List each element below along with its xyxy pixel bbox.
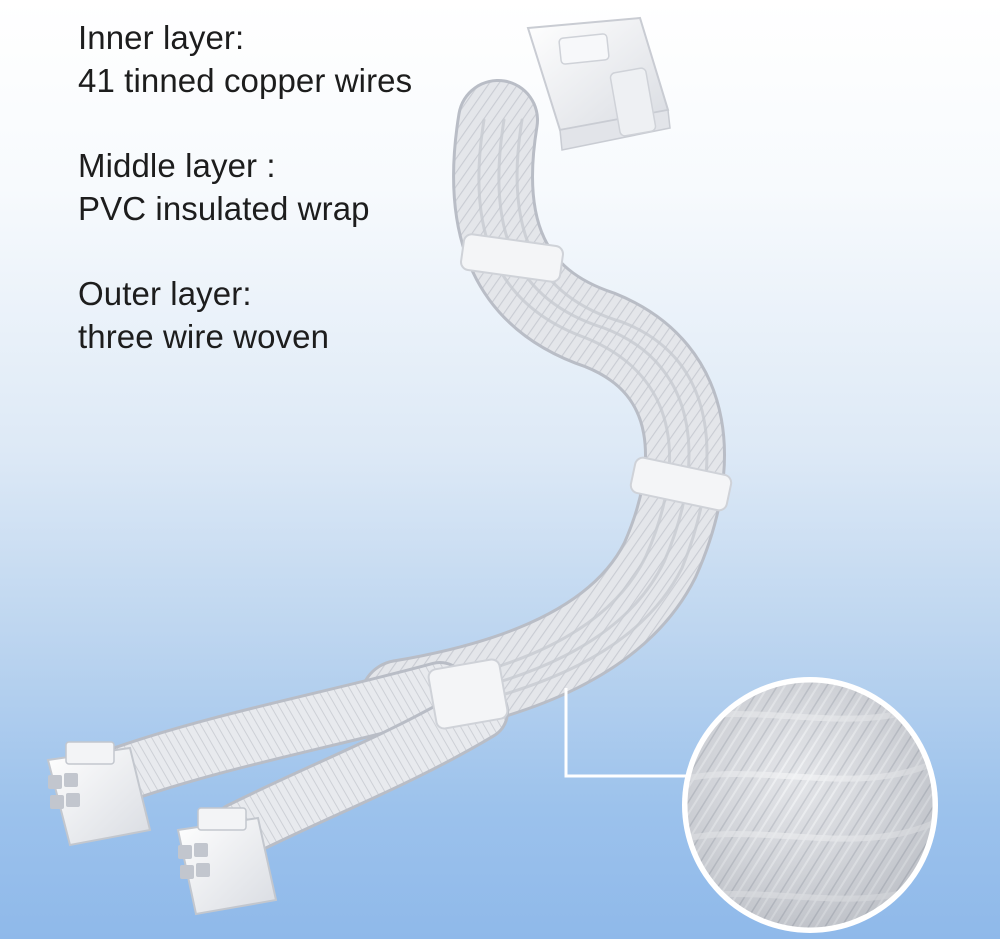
outer-layer-spec: Outer layer: three wire woven xyxy=(78,272,412,358)
callout-line xyxy=(564,688,686,778)
inner-layer-spec: Inner layer: 41 tinned copper wires xyxy=(78,16,412,102)
middle-layer-spec: Middle layer : PVC insulated wrap xyxy=(78,144,412,230)
outer-layer-detail: three wire woven xyxy=(78,318,330,355)
top-connector xyxy=(526,16,671,151)
cable-branches xyxy=(91,661,509,859)
left-4pin-connector xyxy=(46,741,152,847)
cable-bundle xyxy=(359,79,726,741)
outer-layer-title: Outer layer: xyxy=(78,275,252,312)
spec-list: Inner layer: 41 tinned copper wires Midd… xyxy=(78,16,412,400)
middle-layer-detail: PVC insulated wrap xyxy=(78,190,370,227)
cable-comb-bottom xyxy=(427,658,509,730)
braid-closeup-lens xyxy=(682,677,938,933)
right-4pin-connector xyxy=(176,807,278,916)
middle-layer-title: Middle layer : xyxy=(78,147,276,184)
inner-layer-title: Inner layer: xyxy=(78,19,245,56)
inner-layer-detail: 41 tinned copper wires xyxy=(78,62,413,99)
cable-comb-middle xyxy=(629,456,733,512)
cable-comb-top xyxy=(460,233,564,283)
